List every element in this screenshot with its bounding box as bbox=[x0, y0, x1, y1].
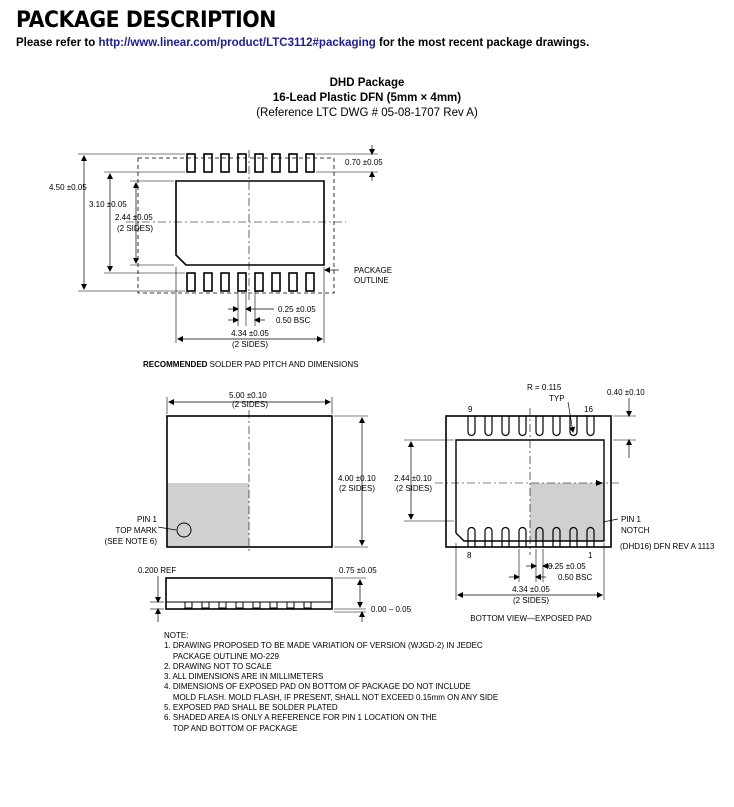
dim-434-bottom-note: (2 SIDES) bbox=[513, 596, 549, 605]
bottom-view-body bbox=[445, 415, 612, 548]
bottom-solder-pads bbox=[186, 272, 315, 292]
top-view-body bbox=[166, 415, 333, 548]
bottom-view: R = 0.115 TYP 0.40 ±0.10 9 16 8 1 2.44 ±… bbox=[394, 383, 715, 623]
side-view-body bbox=[165, 577, 333, 610]
dim-400: 4.00 ±0.10 bbox=[338, 474, 376, 483]
radius-label: R = 0.115 bbox=[527, 383, 562, 392]
dim-040: 0.40 ±0.10 bbox=[607, 388, 645, 397]
bottom-shaded-area bbox=[530, 483, 604, 541]
bottom-top-pads bbox=[467, 416, 595, 437]
dim-400-note: (2 SIDES) bbox=[339, 484, 375, 493]
pin1-notch-mark bbox=[596, 480, 603, 486]
bottom-view-caption: BOTTOM VIEW—EXPOSED PAD bbox=[470, 614, 592, 623]
top-view: 5.00 ±0.10 (2 SIDES) 4.00 ±0.10 (2 SIDES… bbox=[105, 391, 376, 553]
dim-500-note: (2 SIDES) bbox=[232, 400, 268, 409]
pin-9-label: 9 bbox=[468, 405, 473, 414]
note-4a: 4. DIMENSIONS OF EXPOSED PAD ON BOTTOM O… bbox=[164, 682, 471, 692]
notes-block: NOTE:1. DRAWING PROPOSED TO BE MADE VARI… bbox=[164, 631, 498, 734]
dim-310: 3.10 ±0.05 bbox=[89, 200, 127, 209]
dim-244-bottom: 2.44 ±0.10 bbox=[394, 474, 432, 483]
radius-typ: TYP bbox=[549, 394, 565, 403]
package-outline-label-2: OUTLINE bbox=[354, 276, 389, 285]
package-subtitle: 16-Lead Plastic DFN (5mm × 4mm) bbox=[272, 92, 462, 104]
pin-1-label: 1 bbox=[588, 551, 593, 560]
pin1-notch-label-2: NOTCH bbox=[621, 526, 650, 535]
bottom-bottom-pads bbox=[467, 526, 595, 547]
note-1b: PACKAGE OUTLINE MO-229 bbox=[164, 651, 279, 661]
dim-434-note: (2 SIDES) bbox=[232, 340, 268, 349]
pin1-label-1: PIN 1 bbox=[137, 515, 158, 524]
package-outline-dashed bbox=[137, 157, 335, 294]
page-title: PACKAGE DESCRIPTION bbox=[16, 8, 276, 33]
recommended-caption-bold: RECOMMENDED bbox=[143, 360, 208, 369]
exposed-pad bbox=[455, 439, 605, 542]
package-reference: (Reference LTC DWG # 05-08-1707 Rev A) bbox=[256, 107, 478, 119]
dim-050-bottom: 0.50 BSC bbox=[558, 573, 592, 582]
side-view: 0.200 REF 0.75 ±0.05 0.00 – 0.05 bbox=[138, 566, 412, 622]
package-name: DHD Package bbox=[329, 77, 405, 89]
pin-16-label: 16 bbox=[584, 405, 593, 414]
note-6b: TOP AND BOTTOM OF PACKAGE bbox=[164, 723, 298, 733]
pin1-shaded-area bbox=[167, 483, 249, 547]
recommended-footprint bbox=[78, 145, 378, 343]
dim-244: 2.44 ±0.05 bbox=[115, 213, 153, 222]
top-solder-pads bbox=[186, 153, 315, 173]
refer-line: Please refer to http://www.linear.com/pr… bbox=[16, 37, 589, 49]
dim-075: 0.75 ±0.05 bbox=[339, 566, 377, 575]
notes-title: NOTE: bbox=[164, 631, 189, 640]
note-5: 5. EXPOSED PAD SHALL BE SOLDER PLATED bbox=[164, 703, 338, 713]
dim-500: 5.00 ±0.10 bbox=[229, 391, 267, 400]
exposed-pad-outline bbox=[175, 180, 325, 266]
pin1-notch-label-1: PIN 1 bbox=[621, 515, 642, 524]
package-outline-label-1: PACKAGE bbox=[354, 266, 392, 275]
recommended-caption: RECOMMENDED SOLDER PAD PITCH AND DIMENSI… bbox=[143, 360, 358, 369]
note-3: 3. ALL DIMENSIONS ARE IN MILLIMETERS bbox=[164, 672, 324, 682]
refer-prefix: Please refer to bbox=[16, 37, 99, 49]
dim-244-bottom-note: (2 SIDES) bbox=[396, 484, 432, 493]
refer-suffix: for the most recent package drawings. bbox=[375, 37, 590, 49]
dim-0200-ref: 0.200 REF bbox=[138, 566, 176, 575]
dim-070: 0.70 ±0.05 bbox=[345, 158, 383, 167]
dim-000-005: 0.00 – 0.05 bbox=[371, 605, 412, 614]
pin1-label-2: TOP MARK bbox=[116, 526, 158, 535]
dim-025-bottom: 0.25 ±0.05 bbox=[548, 562, 586, 571]
dim-025: 0.25 ±0.05 bbox=[278, 305, 316, 314]
note-6a: 6. SHADED AREA IS ONLY A REFERENCE FOR P… bbox=[164, 713, 437, 723]
note-1a: 1. DRAWING PROPOSED TO BE MADE VARIATION… bbox=[164, 641, 483, 651]
recommended-labels: 0.70 ±0.05 4.50 ±0.05 3.10 ±0.05 2.44 ±0… bbox=[49, 158, 392, 369]
dim-434-bottom: 4.34 ±0.05 bbox=[512, 585, 550, 594]
recommended-caption-rest: SOLDER PAD PITCH AND DIMENSIONS bbox=[207, 360, 358, 369]
pin-8-label: 8 bbox=[467, 551, 472, 560]
side-view-leads bbox=[184, 601, 312, 609]
dim-050: 0.50 BSC bbox=[276, 316, 310, 325]
dim-450: 4.50 ±0.05 bbox=[49, 183, 87, 192]
dim-434: 4.34 ±0.05 bbox=[231, 329, 269, 338]
pin1-label-3: (SEE NOTE 6) bbox=[105, 537, 158, 546]
package-heading: DHD Package 16-Lead Plastic DFN (5mm × 4… bbox=[0, 76, 734, 121]
note-2: 2. DRAWING NOT TO SCALE bbox=[164, 661, 272, 671]
drawing-id: (DHD16) DFN REV A 1113 bbox=[620, 542, 715, 551]
dim-244-note: (2 SIDES) bbox=[117, 224, 153, 233]
package-drawings-link[interactable]: http://www.linear.com/product/LTC3112#pa… bbox=[98, 37, 376, 49]
pin1-top-mark bbox=[176, 522, 192, 538]
note-4b: MOLD FLASH. MOLD FLASH, IF PRESENT, SHAL… bbox=[164, 692, 499, 702]
